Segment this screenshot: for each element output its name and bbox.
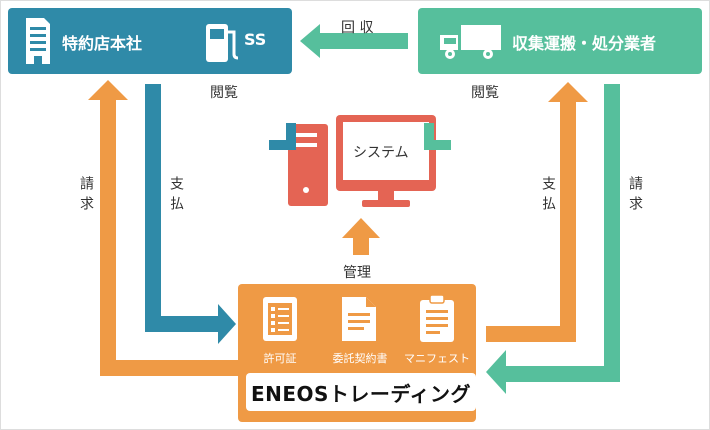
contract-document-icon [342,297,376,341]
collect-label: 回 収 [341,20,374,36]
doc-contract-label: 委託契約書 [332,352,388,365]
system-label: システム [353,145,409,161]
bill-right-label: 請求 [627,176,643,216]
manage-label: 管理 [343,265,371,281]
arrow-pay-right [486,82,588,342]
pay-right-label: 支払 [540,176,556,216]
bill-left-label: 請求 [78,176,94,216]
arrow-view-left [226,102,296,150]
doc-manifest-label: マニフェスト [404,352,470,365]
arrow-bill-left [88,80,238,376]
dealer-name: 特約店本社 [62,34,143,53]
truck-icon [440,25,501,59]
arrow-bill-right [486,84,620,394]
pay-left-label: 支払 [168,176,184,216]
eneos-trading-logo: ENEOSトレーディング [246,373,476,411]
ss-label: SS [244,30,267,49]
view-right-label: 閲覧 [471,85,499,101]
view-left-label: 閲覧 [210,85,238,101]
arrow-view-right [424,102,494,150]
doc-license-label: 許可証 [263,352,297,365]
manifest-clipboard-icon [420,294,454,342]
fuel-pump-icon [206,24,239,62]
arrow-manage [342,218,380,255]
arrow-collect [300,24,408,58]
office-building-icon [26,18,50,64]
arrow-pay-left [145,84,236,344]
license-document-icon [263,297,297,341]
processor-name: 収集運搬・処分業者 [512,34,657,53]
computer-system-icon [288,115,436,207]
